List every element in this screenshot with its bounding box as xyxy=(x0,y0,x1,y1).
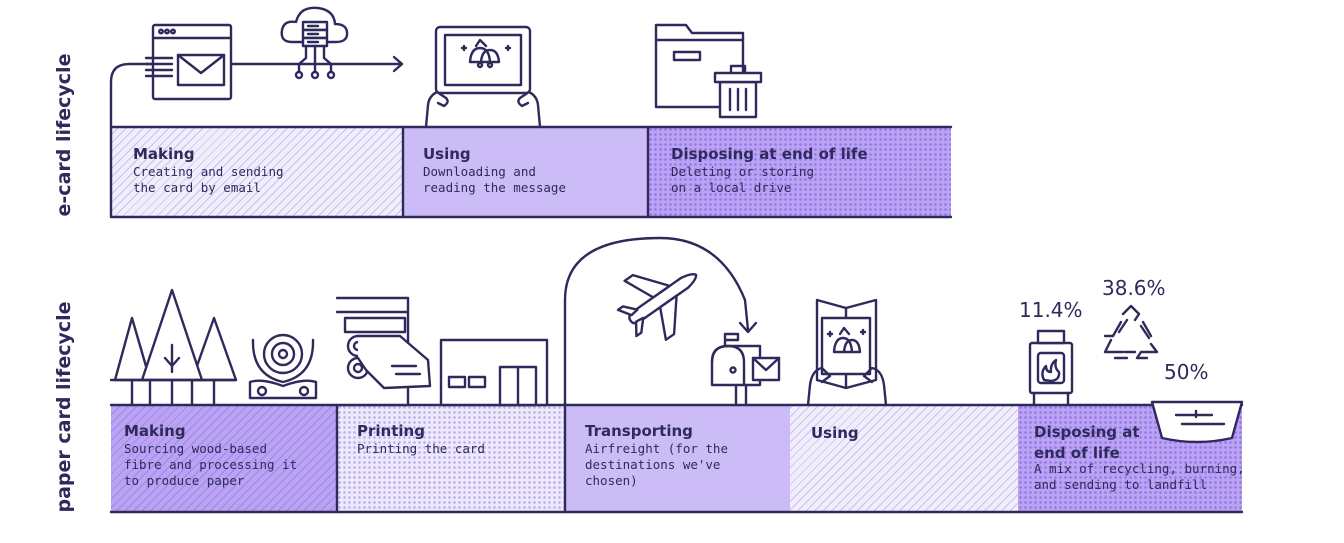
forest-icon xyxy=(109,288,238,407)
ecard-making-desc: Creating and sending the card by email xyxy=(133,164,284,195)
paper-roll-icon xyxy=(248,333,318,400)
tablet-card-icon xyxy=(424,25,542,129)
paper-transporting-desc: Airfreight (for the destinations we've c… xyxy=(585,441,728,488)
landfill-percent: 50% xyxy=(1164,360,1209,384)
paper-printing-desc: Printing the card xyxy=(357,441,485,456)
cloud-server-icon xyxy=(280,6,349,80)
paper-printing-band xyxy=(337,405,565,512)
ecard-disposing-desc: Deleting or storing on a local drive xyxy=(671,164,814,195)
ecard-making-title: Making xyxy=(133,145,195,163)
paper-disposing-title: Disposing at end of life xyxy=(1034,423,1140,462)
ecard-making-band xyxy=(111,127,403,217)
paper-printing-title: Printing xyxy=(357,422,425,440)
ecard-using-title: Using xyxy=(423,145,471,163)
paper-making-desc: Sourcing wood-based fibre and processing… xyxy=(124,441,298,488)
paper-making-band xyxy=(111,405,337,512)
paper-transporting-band xyxy=(565,405,790,512)
recycle-icon xyxy=(1103,304,1159,360)
burning-percent: 11.4% xyxy=(1019,298,1083,322)
folder-trash-icon xyxy=(654,23,763,119)
printer-icon xyxy=(335,296,549,407)
ecard-disposing-band xyxy=(648,127,951,217)
paper-using-band xyxy=(790,405,1018,512)
browser-email-icon xyxy=(144,23,233,101)
paper-transporting-title: Transporting xyxy=(585,422,693,440)
mailbox-icon xyxy=(710,332,781,407)
paper-card-icon xyxy=(806,298,888,407)
paper-frame-lines xyxy=(109,403,1244,514)
paper-making-title: Making xyxy=(124,422,186,440)
airplane-route-icon xyxy=(563,236,758,407)
ecard-using-band xyxy=(403,127,648,217)
send-arrow-head xyxy=(392,55,404,73)
paper-disposing-desc: A mix of recycling, burning, and sending… xyxy=(1034,461,1245,492)
paper-disposing-band xyxy=(1018,405,1242,512)
paper-using-title: Using xyxy=(811,424,859,442)
stove-icon xyxy=(1028,329,1074,406)
ecard-disposing-title: Disposing at end of life xyxy=(671,145,868,163)
ecard-frame-lines xyxy=(109,62,953,219)
recycling-percent: 38.6% xyxy=(1102,276,1166,300)
landfill-icon xyxy=(1150,400,1244,444)
ecard-using-desc: Downloading and reading the message xyxy=(423,164,566,195)
